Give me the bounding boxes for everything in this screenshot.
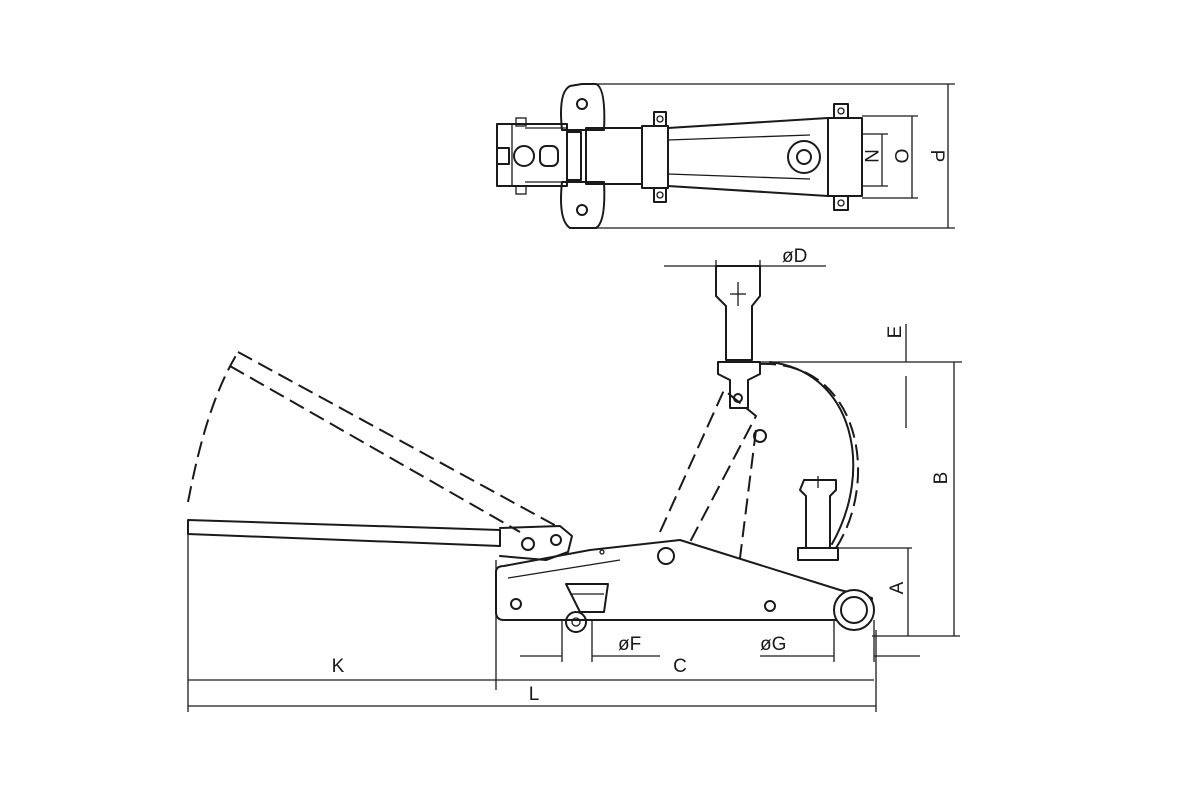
saddle-raised bbox=[717, 361, 761, 409]
top-view-front-axle bbox=[827, 117, 863, 197]
top-view-handle-end bbox=[496, 123, 568, 187]
label-l: L bbox=[529, 684, 540, 705]
jack-chassis bbox=[495, 539, 873, 621]
label-e: E bbox=[885, 326, 906, 339]
label-n: N bbox=[860, 149, 881, 163]
label-diameter-g: øG bbox=[760, 634, 786, 655]
side-view: øD E B A øF øG C K bbox=[187, 246, 962, 712]
front-wheel bbox=[833, 589, 875, 631]
top-view: N O P bbox=[496, 83, 955, 229]
release-valve-bolt bbox=[657, 547, 675, 565]
saddle-extended bbox=[715, 265, 761, 361]
rear-caster-wheel bbox=[565, 611, 587, 633]
rear-caster-bracket bbox=[565, 583, 609, 613]
raised-handle-bottom-edge bbox=[229, 365, 521, 533]
raised-lift-arm bbox=[659, 388, 758, 543]
top-view-body bbox=[585, 127, 643, 185]
top-view-roller bbox=[513, 145, 535, 167]
top-view-lifting-ear-top bbox=[560, 83, 606, 131]
raised-handle-top-edge bbox=[237, 351, 561, 529]
label-c: C bbox=[673, 656, 687, 677]
label-b: B bbox=[931, 472, 952, 485]
label-diameter-d: øD bbox=[782, 246, 807, 267]
top-view-saddle-pivot bbox=[787, 140, 821, 174]
label-p: P bbox=[926, 150, 947, 163]
lowered-handle bbox=[187, 519, 501, 547]
label-o: O bbox=[890, 149, 911, 164]
top-view-handle-pin bbox=[496, 147, 510, 165]
top-view-lifting-arm bbox=[667, 117, 829, 197]
raised-arm-link bbox=[739, 429, 757, 559]
label-diameter-f: øF bbox=[618, 634, 641, 655]
handle-swing-arc bbox=[187, 351, 239, 503]
label-a: A bbox=[887, 581, 908, 594]
label-k: K bbox=[332, 656, 345, 677]
saddle-lowered bbox=[799, 479, 837, 549]
